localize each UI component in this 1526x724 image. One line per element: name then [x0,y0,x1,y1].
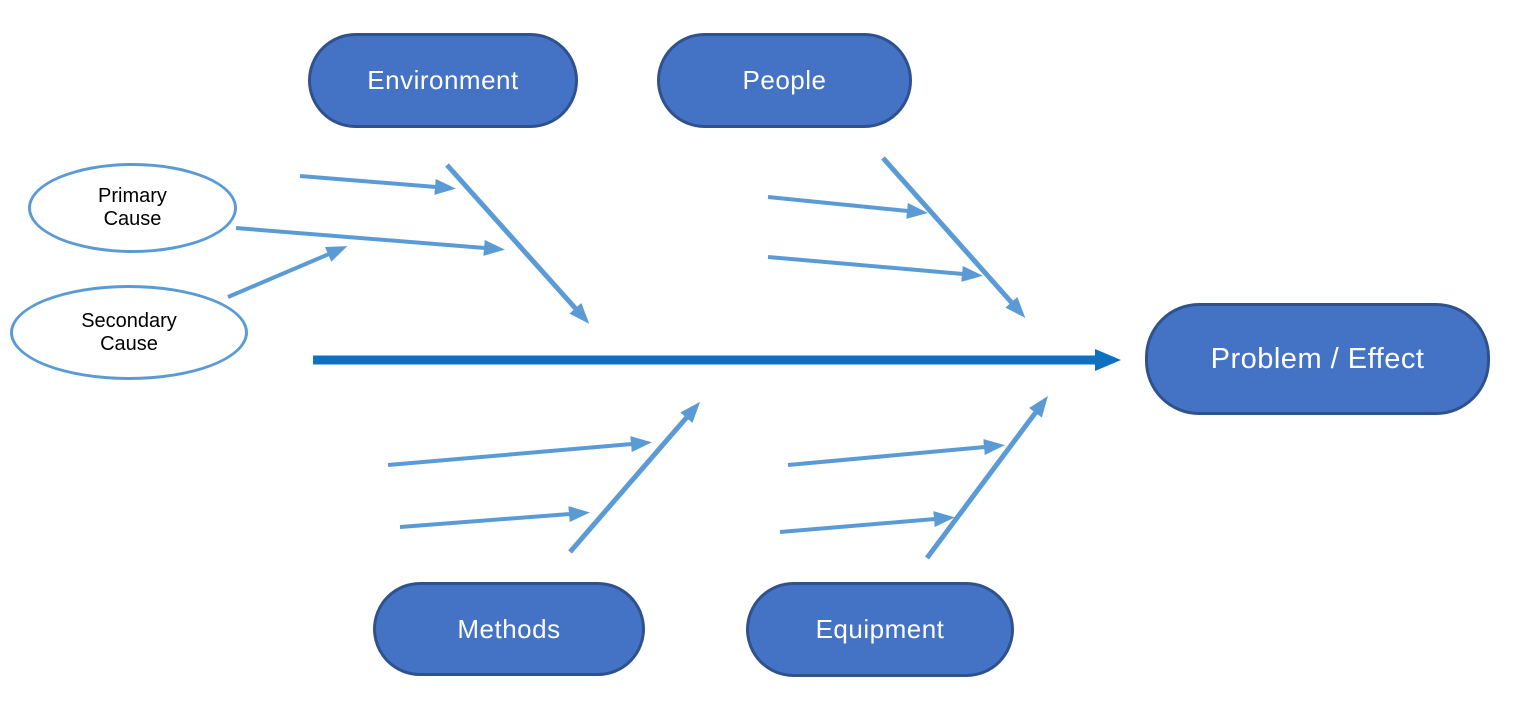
environment-node: Environment [308,33,578,128]
methods-bone-arrow [568,401,701,554]
primary-cause-arrow [235,226,505,256]
people-sub-arrow-1 [767,195,928,219]
people-node: People [657,33,912,128]
equipment-bone-arrow [924,395,1048,560]
methods-label: Methods [457,613,561,644]
problem-effect-label: Problem / Effect [1210,342,1425,375]
problem-effect-node: Problem / Effect [1145,303,1490,415]
methods-sub-arrow-1 [387,436,652,467]
primary-cause-label: Primary Cause [98,185,167,230]
secondary-cause-ellipse: Secondary Cause [10,285,248,380]
environment-label: Environment [367,65,519,95]
equipment-sub-arrow-2 [779,511,955,534]
secondary-cause-arrow [227,246,348,299]
primary-cause-ellipse: Primary Cause [28,163,237,253]
equipment-sub-arrow-1 [787,439,1005,467]
people-bone-arrow [881,156,1026,318]
equipment-node: Equipment [746,582,1014,677]
environment-bone-arrow [445,163,590,324]
methods-sub-arrow-2 [399,506,590,529]
environment-sub-arrow [299,174,456,195]
people-sub-arrow-2 [767,255,983,282]
secondary-cause-label: Secondary Cause [81,309,177,355]
methods-node: Methods [373,582,645,676]
people-label: People [742,65,827,95]
equipment-label: Equipment [815,614,945,644]
